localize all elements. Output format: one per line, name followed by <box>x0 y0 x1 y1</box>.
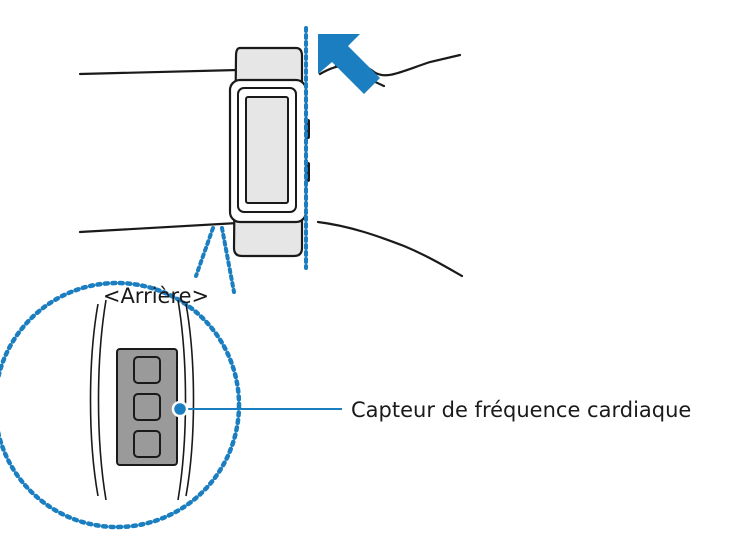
strap-left-outer <box>89 303 99 497</box>
sensor-callout-dot <box>171 400 189 418</box>
sensor-cell-top <box>133 356 161 384</box>
band-illustration <box>228 46 310 258</box>
wrist-lower-right-line <box>316 220 464 278</box>
callout-connector-right <box>220 226 236 294</box>
back-view-label: <Arrière> <box>103 284 209 308</box>
callout-connectors <box>194 226 236 294</box>
wrist-upper-left-line <box>78 68 240 76</box>
sensor-cell-bottom <box>133 430 161 458</box>
callout-connector-left <box>194 226 215 278</box>
strap-right-inner <box>177 299 187 501</box>
strap-left-inner <box>97 299 107 501</box>
back-view-strap <box>89 299 195 501</box>
sensor-module <box>116 348 178 466</box>
band-screen <box>245 96 289 204</box>
sensor-cell-middle <box>133 393 161 421</box>
magnifier-circle <box>0 280 242 530</box>
sensor-label: Capteur de fréquence cardiaque <box>351 398 691 422</box>
strap-right-outer <box>185 303 195 497</box>
wrist-lower-left-line <box>78 221 240 234</box>
arrow-icon <box>318 34 380 94</box>
